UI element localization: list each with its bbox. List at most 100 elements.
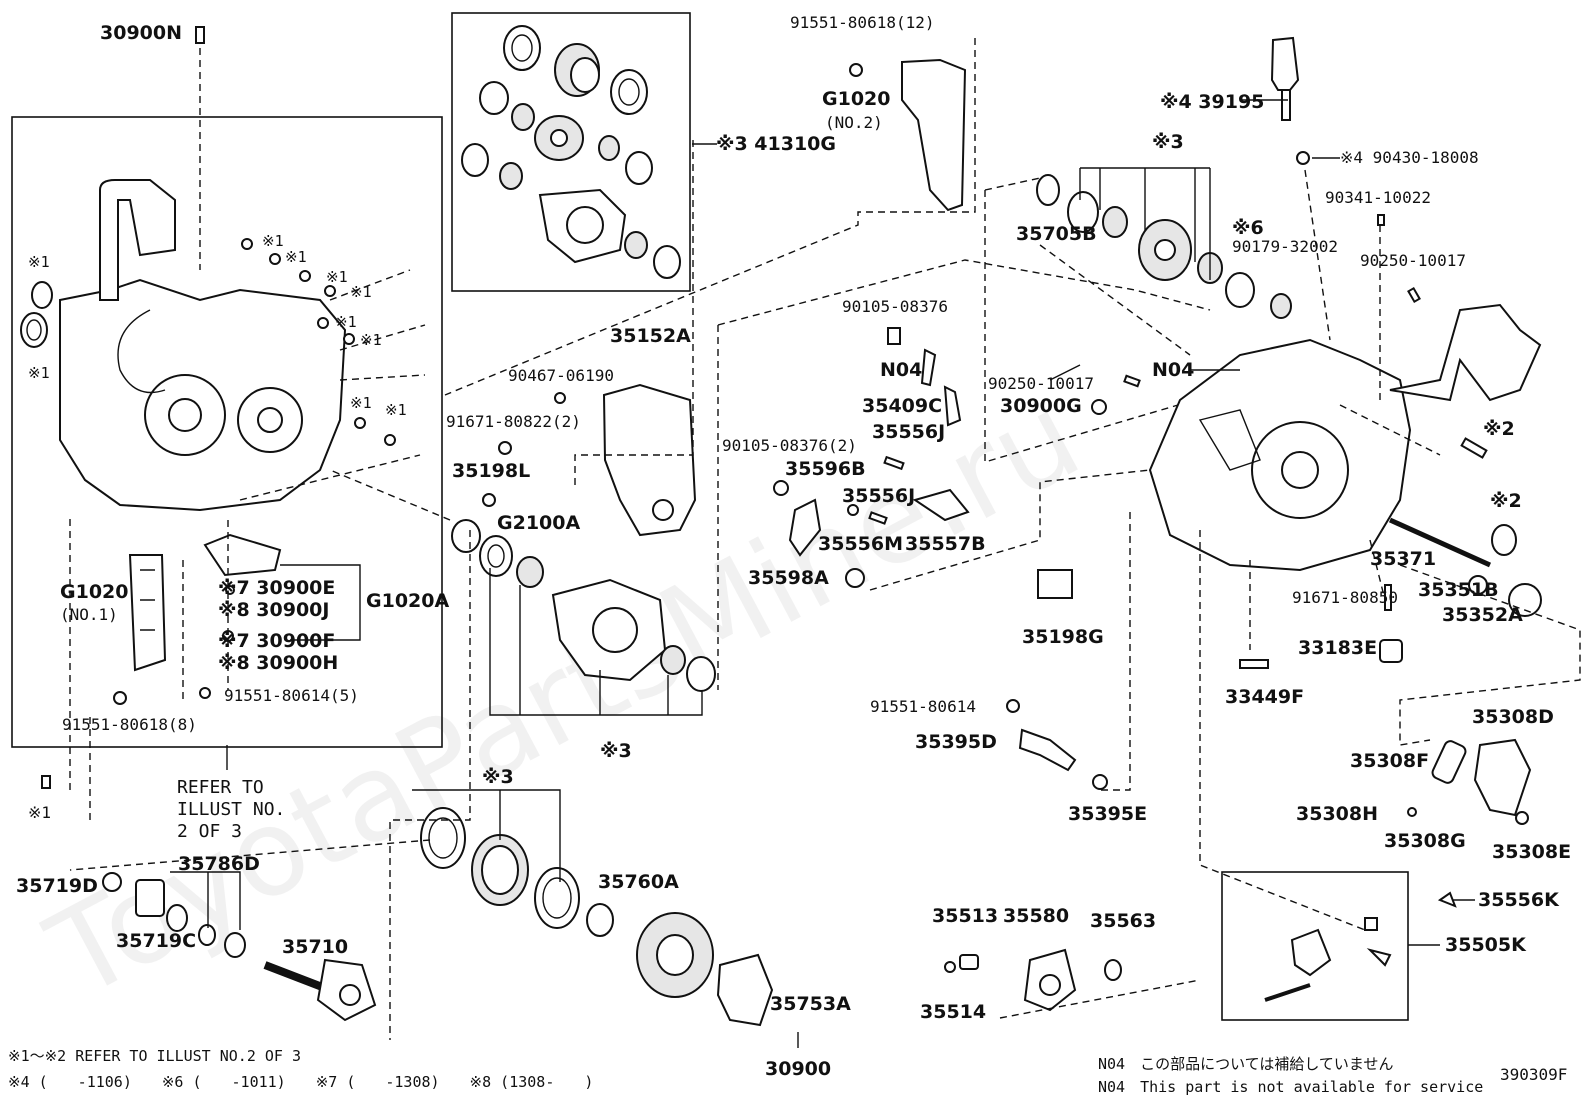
label-35308G: 35308G	[1384, 830, 1466, 852]
label-30900F: ※7 30900F	[218, 630, 335, 652]
m1-markers: ※1※1 ※1※1 ※1※1 ※1※1 ※1※1	[28, 232, 407, 419]
case-bolts	[241, 238, 396, 446]
label-35557B: 35557B	[905, 533, 986, 555]
label-35505K: 35505K	[1445, 934, 1527, 956]
label-30900-main: 30900	[765, 1058, 831, 1080]
label-N04-b: N04	[1152, 359, 1194, 381]
svg-text:※1: ※1	[335, 313, 357, 331]
footer: ※1～※2 REFER TO ILLUST NO.2 OF 3 ※4 ( -11…	[8, 1047, 1567, 1096]
label-35198L: 35198L	[452, 460, 530, 482]
leader-lines	[69, 38, 1581, 1040]
bracket-35152A	[482, 383, 697, 537]
speedometer-sleeve-39195	[1270, 36, 1310, 165]
label-35395E: 35395E	[1068, 803, 1147, 825]
label-35596B: 35596B	[785, 458, 866, 480]
sensor-kit-parts	[1264, 891, 1457, 1002]
label-35409C: 35409C	[862, 395, 942, 417]
label-90250-10017-b: 90250-10017	[988, 374, 1094, 393]
label-35556J-b: 35556J	[842, 485, 915, 507]
part-labels: 30900N ※3 41310G G1020 ※4 39195 35705B ※…	[16, 22, 1571, 1080]
svg-text:※1: ※1	[326, 268, 348, 286]
label-m3-bot: ※3	[482, 766, 514, 788]
label-30900H: ※8 30900H	[218, 652, 338, 674]
label-G1020-no2: G1020	[822, 88, 890, 110]
footer-note-2: ※4 ( -1106) ※6 ( -1011) ※7 ( -1308) ※8 (…	[8, 1073, 593, 1091]
oring-35395E	[1092, 774, 1108, 790]
label-35556M: 35556M	[818, 533, 903, 555]
label-35308H: 35308H	[1296, 803, 1378, 825]
label-G1020A: G1020A	[366, 590, 449, 612]
label-G1020-no1: G1020	[60, 581, 128, 603]
label-35514: 35514	[920, 1001, 986, 1023]
refer-line-1: REFER TO	[177, 777, 264, 798]
svg-text:※1: ※1	[350, 394, 372, 412]
label-30900N: 30900N	[100, 22, 182, 44]
label-35719C: 35719C	[116, 930, 196, 952]
transaxle-case-right	[1148, 303, 1542, 572]
diff-bearings-right	[1036, 174, 1292, 319]
label-35308E: 35308E	[1492, 841, 1571, 863]
label-35352A: 35352A	[1442, 604, 1523, 626]
label-35513: 35513	[932, 905, 998, 927]
sensor-35395D	[1018, 728, 1077, 772]
label-m2-b: ※2	[1490, 490, 1522, 512]
output-gear-35760A	[420, 807, 774, 1027]
svg-text:※1: ※1	[28, 253, 50, 271]
bolt-91671-80850	[1384, 584, 1392, 611]
seal-right	[1491, 524, 1517, 556]
svg-text:※1: ※1	[285, 248, 307, 266]
label-30900G: 30900G	[1000, 395, 1082, 417]
diff-bearing-kit	[461, 25, 681, 279]
label-N04-a: N04	[880, 359, 922, 381]
label-41310G: ※3 41310G	[716, 133, 836, 155]
label-91551-80618-8: 91551-80618(8)	[62, 715, 197, 734]
sensor-kit-box	[1221, 871, 1409, 1021]
label-G1020-no2-sub: (NO.2)	[825, 113, 883, 132]
bolt-right-m2	[1460, 437, 1488, 459]
plate-33449F	[1239, 659, 1269, 669]
gear-35351B	[1468, 575, 1488, 595]
pin-90250	[1407, 286, 1421, 304]
label-90105-08376-b: 90105-08376(2)	[722, 436, 857, 455]
label-35395D: 35395D	[915, 731, 997, 753]
label-91671-80850: 91671-80850	[1292, 588, 1398, 607]
label-90105-08376-a: 90105-08376	[842, 297, 948, 316]
label-35719D: 35719D	[16, 875, 98, 897]
oil-pipe-plate-no2	[849, 58, 967, 212]
differential-assembly	[451, 519, 716, 692]
label-35786D: 35786D	[178, 853, 260, 875]
oil-pipe-plate-no1	[113, 554, 167, 705]
pin-90341	[1377, 214, 1385, 226]
svg-text:※1: ※1	[262, 232, 284, 250]
label-m1: ※1	[28, 803, 51, 822]
label-91551-80618-12: 91551-80618(12)	[790, 13, 935, 32]
svg-text:※1: ※1	[360, 331, 382, 349]
diagram-id: 390309F	[1500, 1065, 1567, 1084]
label-35198G: 35198G	[1022, 626, 1104, 648]
label-35556J-a: 35556J	[872, 421, 945, 443]
label-35705B: 35705B	[1016, 223, 1097, 245]
label-m2-a: ※2	[1483, 418, 1515, 440]
label-G2100A: G2100A	[497, 512, 580, 534]
bolt-30900N	[195, 26, 205, 44]
label-35753A: 35753A	[770, 993, 851, 1015]
label-90341-10022: 90341-10022	[1325, 188, 1431, 207]
sensor-cover-35308D	[1407, 738, 1532, 825]
label-35563: 35563	[1090, 910, 1156, 932]
label-39195: ※4 39195	[1160, 91, 1264, 113]
svg-text:※1: ※1	[28, 364, 50, 382]
label-35598A: 35598A	[748, 567, 829, 589]
label-90467-06190: 90467-06190	[508, 366, 614, 385]
label-91671-80822: 91671-80822(2)	[446, 412, 581, 431]
refer-line-3: 2 OF 3	[177, 821, 242, 842]
svg-text:※1: ※1	[385, 401, 407, 419]
refer-line-2: ILLUST NO.	[177, 799, 285, 820]
bearing-kit-box	[451, 12, 691, 292]
label-30900E: ※7 30900E	[218, 577, 335, 599]
footer-n04-jp: N04 この部品については補給していません	[1098, 1055, 1393, 1073]
gear-35352A	[1508, 583, 1542, 617]
label-m3-top: ※3	[1152, 131, 1184, 153]
label-90430-18008: ※4 90430-18008	[1340, 148, 1479, 167]
solid-leaders	[170, 99, 1475, 1048]
